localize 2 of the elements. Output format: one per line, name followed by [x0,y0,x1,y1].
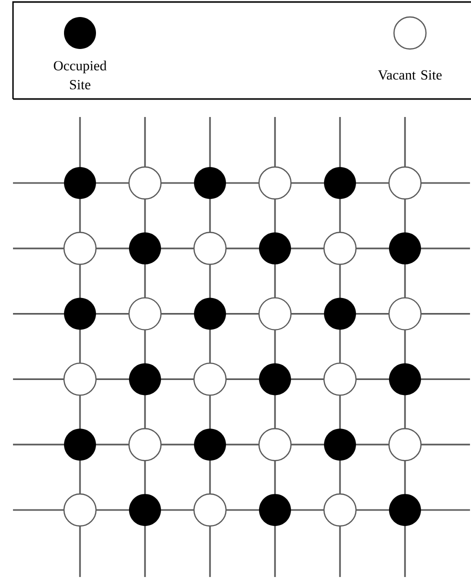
legend-label: Occupied Site [44,60,116,90]
legend-label: Vacant Site [374,69,446,81]
